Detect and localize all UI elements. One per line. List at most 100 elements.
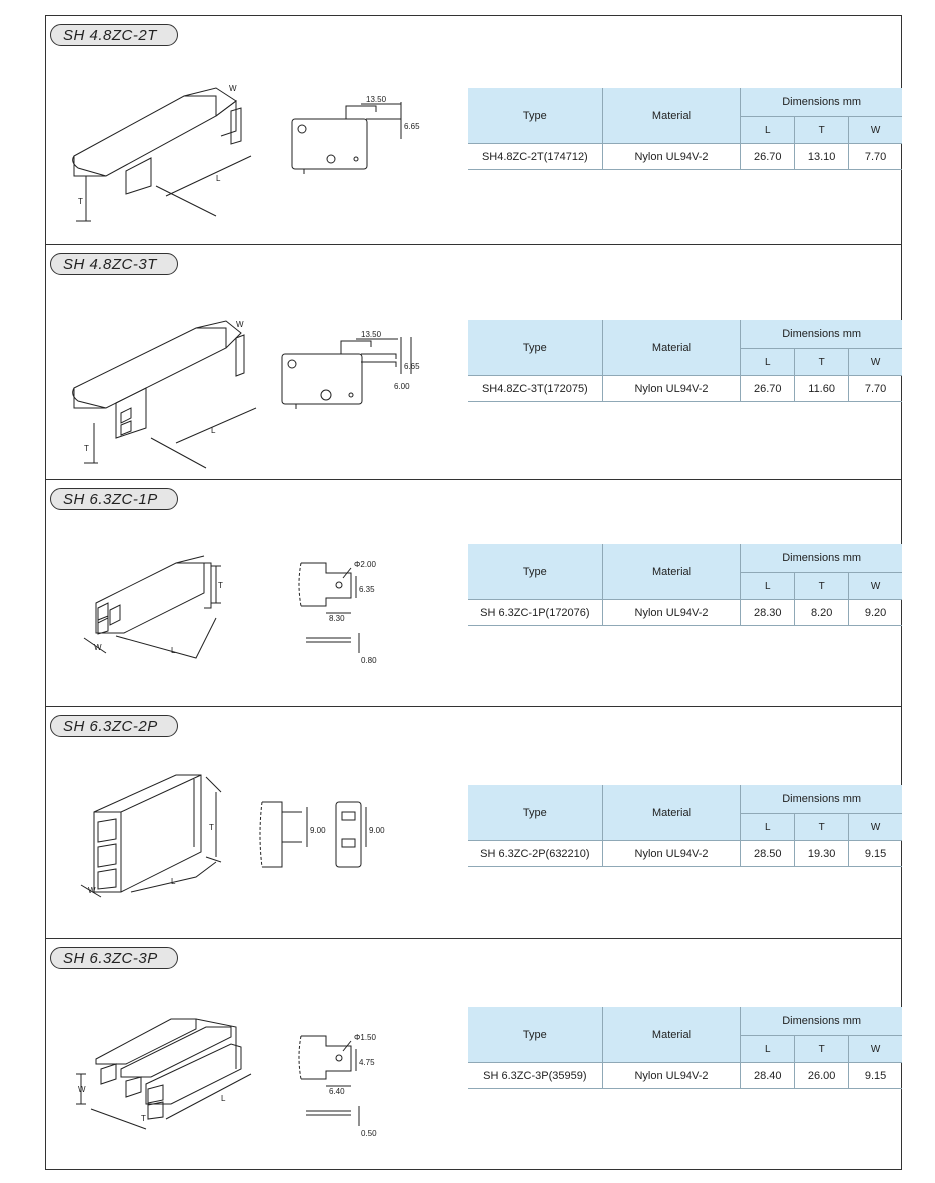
section-title: SH 4.8ZC-3T bbox=[50, 253, 178, 275]
cell-l: 26.70 bbox=[740, 143, 795, 170]
section-sh63zc-2p: SH 6.3ZC-2P T L W bbox=[46, 707, 902, 939]
svg-text:8.30: 8.30 bbox=[329, 614, 345, 623]
col-material-header: Material bbox=[601, 544, 741, 600]
svg-text:T: T bbox=[78, 197, 83, 206]
terminal-drawing: T L W bbox=[83, 555, 223, 659]
svg-text:L: L bbox=[171, 877, 176, 886]
cell-w: 9.15 bbox=[848, 840, 902, 867]
terminal-drawing: T L W bbox=[80, 774, 222, 898]
col-t-header: T bbox=[794, 348, 849, 376]
cell-material: Nylon UL94V-2 bbox=[601, 840, 741, 867]
cell-w: 7.70 bbox=[848, 375, 902, 402]
terminal-dimension-drawing: Φ1.50 4.75 6.40 0.50 bbox=[298, 1033, 377, 1138]
svg-text:6.35: 6.35 bbox=[359, 585, 375, 594]
svg-text:0.80: 0.80 bbox=[361, 656, 377, 665]
col-w-header: W bbox=[848, 348, 902, 376]
svg-text:T: T bbox=[141, 1114, 146, 1123]
col-w-header: W bbox=[848, 116, 902, 144]
col-w-header: W bbox=[848, 1035, 902, 1063]
cell-w: 7.70 bbox=[848, 143, 902, 170]
section-sh63zc-1p: SH 6.3ZC-1P T L W Φ2.00 6.35 bbox=[46, 480, 902, 707]
terminal-drawing: W T L bbox=[76, 1018, 252, 1130]
col-type-header: Type bbox=[468, 785, 603, 841]
col-type-header: Type bbox=[468, 1007, 603, 1063]
svg-text:Φ2.00: Φ2.00 bbox=[354, 560, 377, 569]
col-type-header: Type bbox=[468, 544, 603, 600]
spec-table: Type Material Dimensions mm L T W SH4.8Z… bbox=[468, 320, 902, 402]
spec-table: Type Material Dimensions mm L T W SH4.8Z… bbox=[468, 88, 902, 170]
terminal-dimension-drawing: 13.50 6.65 bbox=[291, 95, 420, 174]
section-title: SH 6.3ZC-1P bbox=[50, 488, 178, 510]
svg-text:9.00: 9.00 bbox=[369, 826, 385, 835]
cell-w: 9.15 bbox=[848, 1062, 902, 1089]
col-t-header: T bbox=[794, 1035, 849, 1063]
section-sh48zc-3t: SH 4.8ZC-3T W L T bbox=[46, 245, 902, 480]
svg-text:9.00: 9.00 bbox=[310, 826, 326, 835]
col-dimensions-header: Dimensions mm bbox=[740, 320, 902, 349]
col-l-header: L bbox=[740, 116, 795, 144]
col-material-header: Material bbox=[601, 88, 741, 144]
svg-text:W: W bbox=[88, 886, 96, 895]
terminal-drawing: W L T bbox=[72, 320, 257, 469]
svg-text:L: L bbox=[211, 426, 216, 435]
table-row: SH4.8ZC-2T(174712) Nylon UL94V-2 26.70 1… bbox=[468, 143, 902, 170]
section-title: SH 4.8ZC-2T bbox=[50, 24, 178, 46]
col-t-header: T bbox=[794, 572, 849, 600]
col-material-header: Material bbox=[601, 1007, 741, 1063]
col-dimensions-header: Dimensions mm bbox=[740, 785, 902, 814]
spec-table: Type Material Dimensions mm L T W SH 6.3… bbox=[468, 1007, 902, 1089]
cell-l: 26.70 bbox=[740, 375, 795, 402]
col-material-header: Material bbox=[601, 785, 741, 841]
svg-text:T: T bbox=[218, 581, 223, 590]
cell-type: SH 6.3ZC-1P(172076) bbox=[468, 599, 603, 626]
cell-t: 13.10 bbox=[794, 143, 849, 170]
svg-text:6.00: 6.00 bbox=[394, 382, 410, 391]
cell-material: Nylon UL94V-2 bbox=[601, 1062, 741, 1089]
cell-l: 28.40 bbox=[740, 1062, 795, 1089]
cell-l: 28.30 bbox=[740, 599, 795, 626]
svg-text:W: W bbox=[78, 1085, 86, 1094]
cell-type: SH4.8ZC-3T(172075) bbox=[468, 375, 603, 402]
cell-type: SH 6.3ZC-2P(632210) bbox=[468, 840, 603, 867]
cell-type: SH 6.3ZC-3P(35959) bbox=[468, 1062, 603, 1089]
cell-material: Nylon UL94V-2 bbox=[601, 599, 741, 626]
section-sh63zc-3p: SH 6.3ZC-3P W T L bbox=[46, 939, 902, 1171]
table-row: SH 6.3ZC-2P(632210) Nylon UL94V-2 28.50 … bbox=[468, 840, 902, 867]
svg-text:L: L bbox=[171, 646, 176, 655]
cell-w: 9.20 bbox=[848, 599, 902, 626]
col-t-header: T bbox=[794, 813, 849, 841]
svg-text:0.50: 0.50 bbox=[361, 1129, 377, 1138]
section-title: SH 6.3ZC-2P bbox=[50, 715, 178, 737]
section-title: SH 6.3ZC-3P bbox=[50, 947, 178, 969]
svg-text:T: T bbox=[84, 444, 89, 453]
col-t-header: T bbox=[794, 116, 849, 144]
svg-text:6.65: 6.65 bbox=[404, 122, 420, 131]
svg-text:6.65: 6.65 bbox=[404, 362, 420, 371]
cell-t: 8.20 bbox=[794, 599, 849, 626]
svg-text:T: T bbox=[209, 823, 214, 832]
cell-t: 19.30 bbox=[794, 840, 849, 867]
cell-type: SH4.8ZC-2T(174712) bbox=[468, 143, 603, 170]
col-dimensions-header: Dimensions mm bbox=[740, 1007, 902, 1036]
cell-l: 28.50 bbox=[740, 840, 795, 867]
col-dimensions-header: Dimensions mm bbox=[740, 88, 902, 117]
cell-material: Nylon UL94V-2 bbox=[601, 375, 741, 402]
table-row: SH4.8ZC-3T(172075) Nylon UL94V-2 26.70 1… bbox=[468, 375, 902, 402]
svg-text:W: W bbox=[94, 643, 102, 652]
cell-material: Nylon UL94V-2 bbox=[601, 143, 741, 170]
col-type-header: Type bbox=[468, 88, 603, 144]
catalog-frame: SH 4.8ZC-2T W L T bbox=[45, 15, 902, 1170]
svg-text:W: W bbox=[229, 84, 237, 93]
col-l-header: L bbox=[740, 1035, 795, 1063]
spec-table: Type Material Dimensions mm L T W SH 6.3… bbox=[468, 544, 902, 626]
col-dimensions-header: Dimensions mm bbox=[740, 544, 902, 573]
col-w-header: W bbox=[848, 572, 902, 600]
svg-text:L: L bbox=[216, 174, 221, 183]
terminal-dimension-drawing: 13.50 6.00 6.65 bbox=[281, 330, 420, 409]
spec-table: Type Material Dimensions mm L T W SH 6.3… bbox=[468, 785, 902, 867]
col-l-header: L bbox=[740, 572, 795, 600]
col-type-header: Type bbox=[468, 320, 603, 376]
table-row: SH 6.3ZC-1P(172076) Nylon UL94V-2 28.30 … bbox=[468, 599, 902, 626]
svg-text:13.50: 13.50 bbox=[361, 330, 382, 339]
section-sh48zc-2t: SH 4.8ZC-2T W L T bbox=[46, 16, 902, 245]
